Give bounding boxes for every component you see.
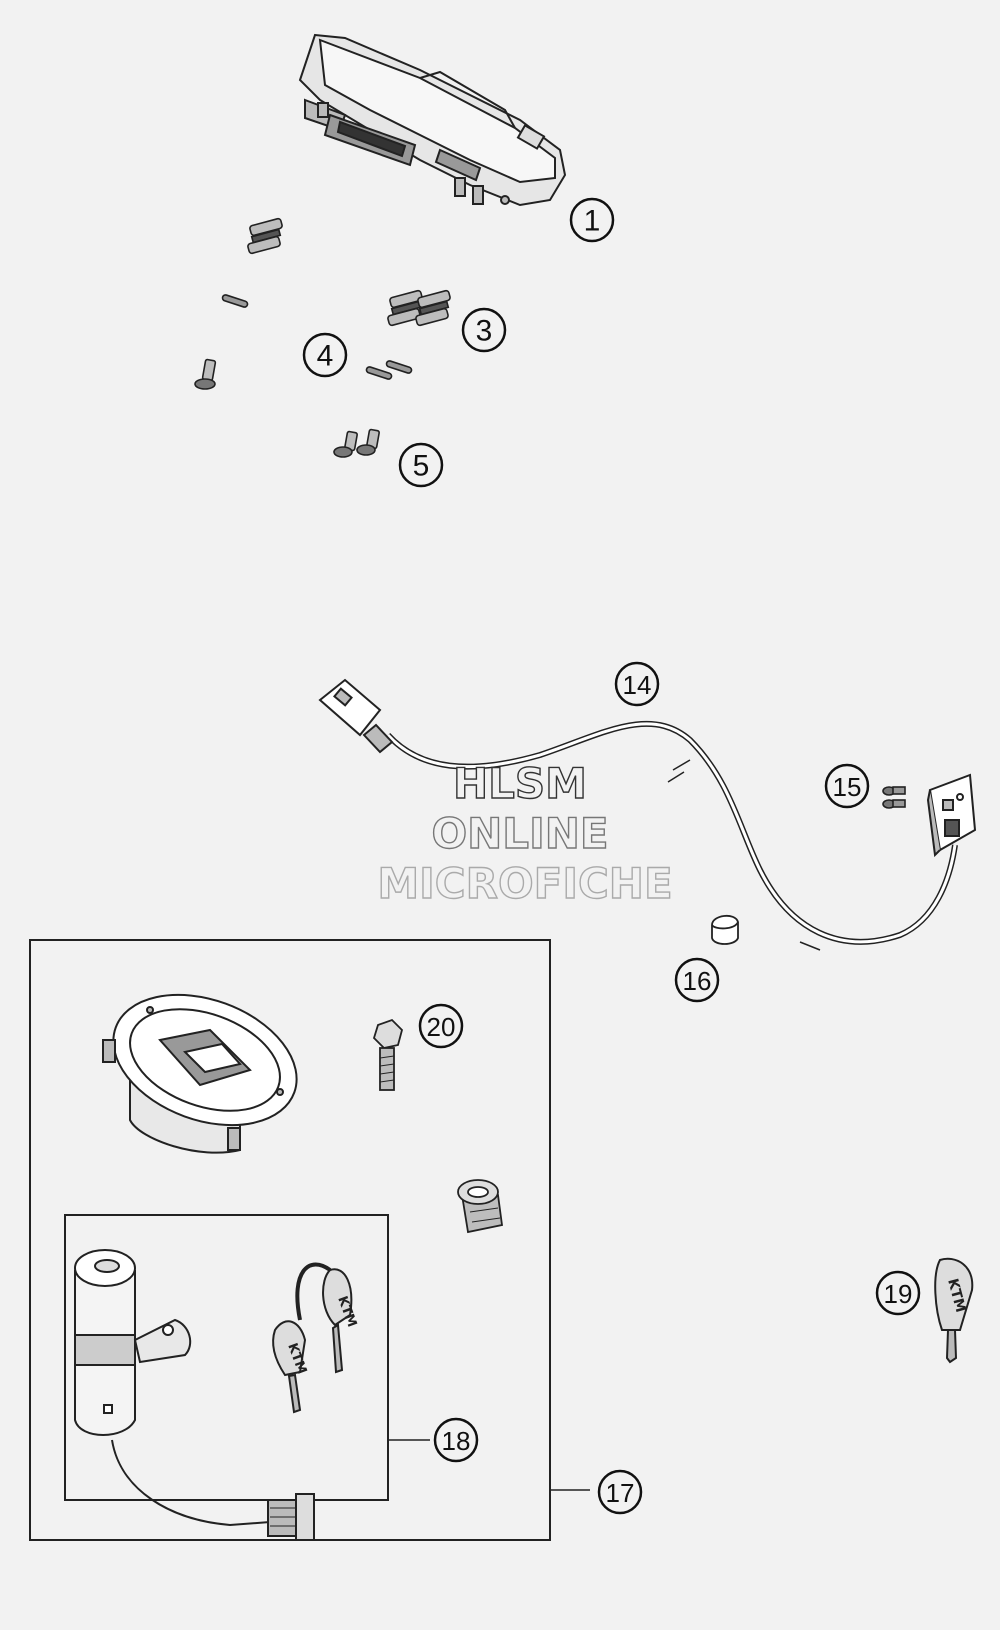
callout-1: 1: [569, 197, 615, 243]
screw-4: [194, 358, 217, 390]
watermark-line-3: MICROFICHE: [377, 859, 672, 908]
ignition-switch: [74, 1249, 315, 1541]
ignition-keys: KTM KTM: [272, 1262, 359, 1414]
cable-clip: [711, 915, 739, 945]
speed-sensor-cable: [318, 678, 958, 951]
watermark-line-1: HLSM: [453, 759, 587, 808]
fuel-cap: [102, 993, 298, 1154]
callout-4-label: 4: [317, 340, 334, 373]
callout-18: 18: [433, 1417, 479, 1463]
callout-3: 3: [461, 307, 507, 353]
callout-19: 19: [875, 1270, 921, 1316]
spacer-sleeve: [221, 294, 413, 380]
callout-5-label: 5: [413, 450, 430, 483]
callout-14: 14: [614, 661, 660, 707]
callout-4: 4: [302, 332, 348, 378]
bolt-20: [372, 1018, 404, 1091]
key-blank: KTM: [934, 1257, 974, 1364]
callout-15-label: 15: [833, 772, 862, 802]
callout-16: 16: [674, 957, 720, 1003]
callout-19-label: 19: [884, 1279, 913, 1309]
callout-5: 5: [398, 442, 444, 488]
callout-17-label: 17: [606, 1478, 635, 1508]
callout-15: 15: [824, 763, 870, 809]
grommet-upper: [247, 217, 283, 255]
callout-20-label: 20: [427, 1012, 456, 1042]
grommet-pair: [387, 289, 451, 327]
callout-14-label: 14: [623, 670, 652, 700]
callout-1-label: 1: [584, 205, 601, 238]
kit-18-frame: [64, 1214, 389, 1501]
callout-16-label: 16: [683, 966, 712, 996]
lock-cylinder: [457, 1179, 504, 1234]
kit-17-frame: [29, 939, 551, 1541]
instrument-cluster: [298, 33, 567, 207]
watermark: HLSM ONLINE MICROFICHE: [377, 758, 674, 908]
callout-17: 17: [597, 1469, 643, 1515]
callout-20: 20: [418, 1003, 464, 1049]
sensor-bracket: [926, 773, 977, 858]
callout-3-label: 3: [476, 315, 493, 348]
screw-5: [333, 428, 380, 458]
watermark-line-2: ONLINE: [431, 809, 608, 858]
sensor-screws: [882, 786, 906, 809]
callout-18-label: 18: [442, 1426, 471, 1456]
